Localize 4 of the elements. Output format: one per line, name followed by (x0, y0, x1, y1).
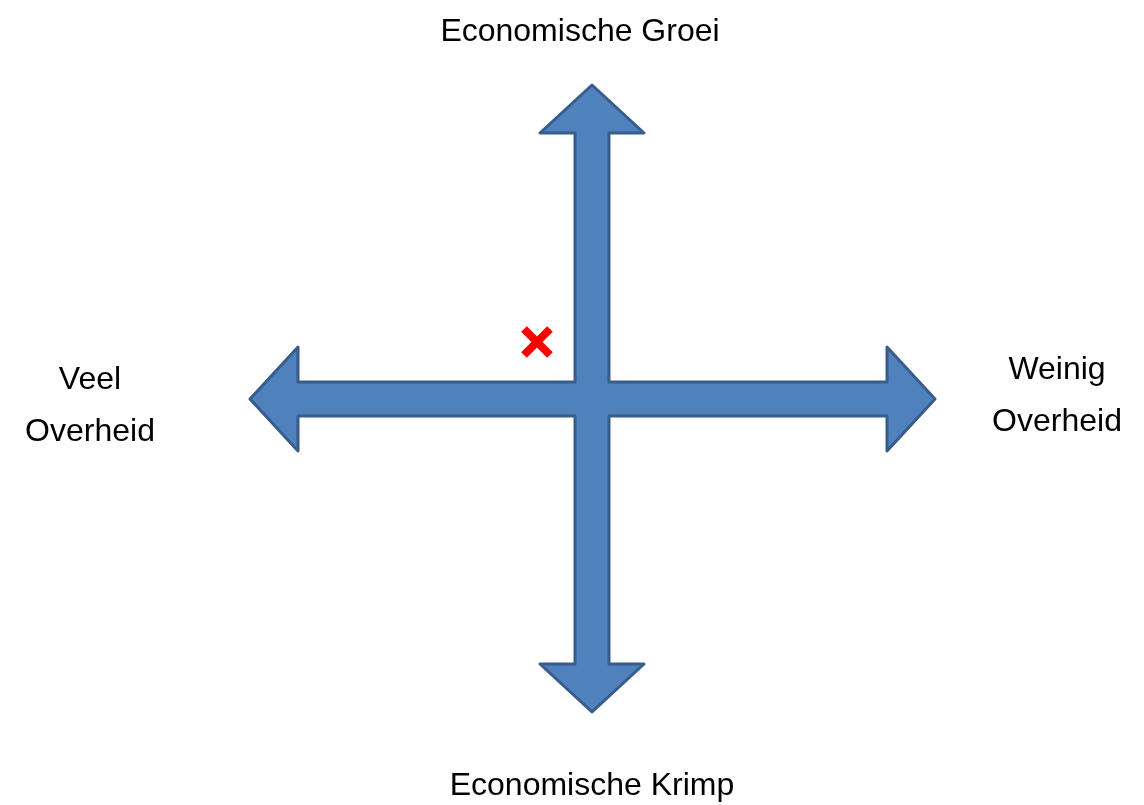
axis-label: Weinig Overheid (991, 349, 1123, 440)
axis-label: Veel Overheid (24, 359, 156, 450)
axis-label: Economische Groei (439, 11, 721, 50)
axis-label: Economische Krimp (448, 765, 736, 804)
